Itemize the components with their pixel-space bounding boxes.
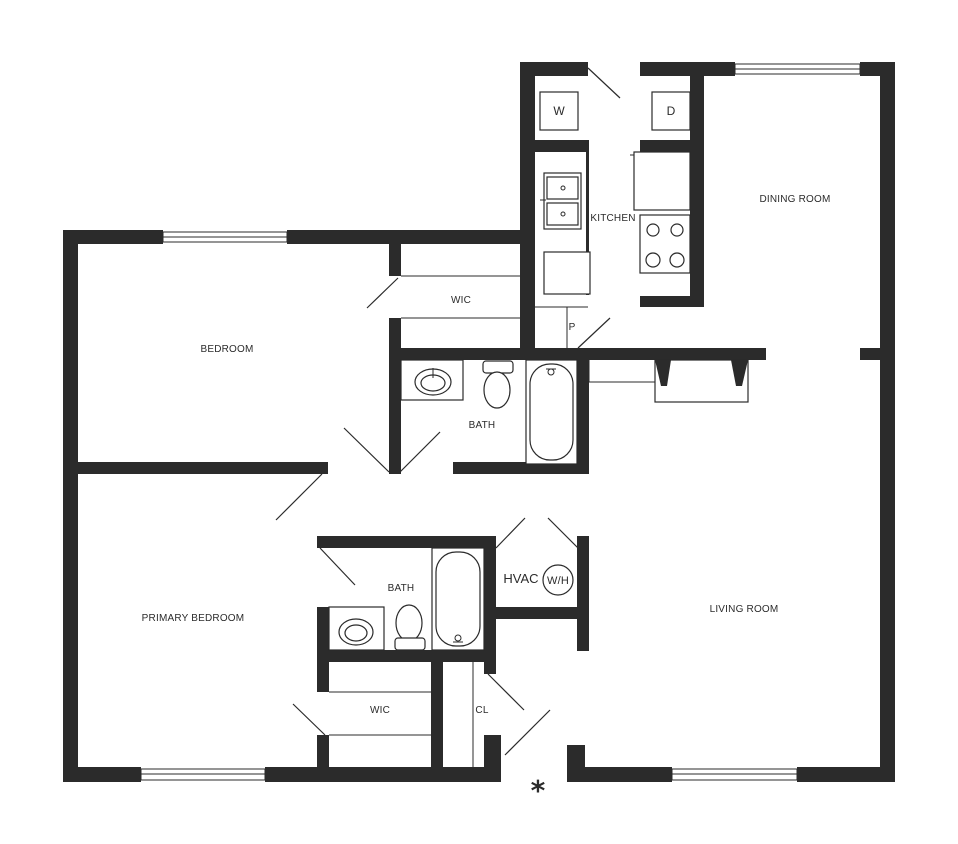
living-room-label: LIVING ROOM — [710, 604, 779, 615]
pantry-label: P — [569, 322, 576, 333]
upper-toilet-icon — [482, 360, 514, 409]
fireplace-icon — [654, 359, 749, 403]
water-heater-icon — [542, 564, 574, 596]
range-icon — [639, 214, 691, 274]
dryer-label: D — [667, 104, 676, 118]
kitchen-sink-icon — [540, 172, 582, 230]
thin-lines — [329, 275, 655, 767]
water-heater-label: W/H — [547, 575, 569, 587]
primary-bedroom-label: PRIMARY BEDROOM — [142, 613, 245, 624]
upper-wic-label: WIC — [451, 295, 471, 306]
lower-toilet-icon — [394, 604, 426, 651]
bedroom-label: BEDROOM — [200, 344, 253, 355]
kitchen-label: KITCHEN — [590, 213, 635, 224]
refrigerator-icon — [633, 151, 691, 211]
entry-marker-icon: * — [531, 774, 546, 807]
exterior-walls — [63, 62, 895, 782]
doors — [275, 67, 621, 756]
interior-walls — [63, 62, 895, 782]
lower-tub-icon — [431, 547, 485, 651]
upper-bath-sink-icon — [400, 359, 464, 401]
lower-wic-label: WIC — [370, 705, 390, 716]
lower-bath-sink-icon — [328, 606, 385, 651]
upper-bath-door — [399, 431, 441, 473]
closet-label: CL — [475, 705, 488, 716]
pantry-door — [577, 317, 611, 349]
lower-bath-door — [319, 547, 356, 586]
washer-label: W — [553, 104, 565, 118]
dishwasher-icon — [543, 251, 591, 295]
labels: BEDROOM WIC KITCHEN DINING ROOM P BATH P… — [142, 104, 831, 716]
hvac-door-right — [547, 517, 579, 549]
upper-wic-door — [366, 277, 399, 309]
closet-door — [487, 673, 525, 711]
washer-icon — [539, 91, 579, 131]
entry-door — [504, 709, 551, 756]
upper-bath-label: BATH — [469, 420, 496, 431]
primary-bedroom-door — [275, 473, 323, 521]
fixtures — [328, 91, 749, 651]
upper-tub-icon — [525, 359, 578, 465]
lower-bath-label: BATH — [388, 583, 415, 594]
hvac-door-left — [495, 517, 526, 549]
laundry-door — [587, 67, 621, 99]
lower-wic-door — [292, 703, 326, 736]
dryer-icon — [651, 91, 691, 131]
windows — [140, 63, 861, 781]
bedroom-door — [343, 427, 390, 473]
hvac-label: HVAC — [503, 571, 538, 586]
dining-room-label: DINING ROOM — [759, 194, 830, 205]
